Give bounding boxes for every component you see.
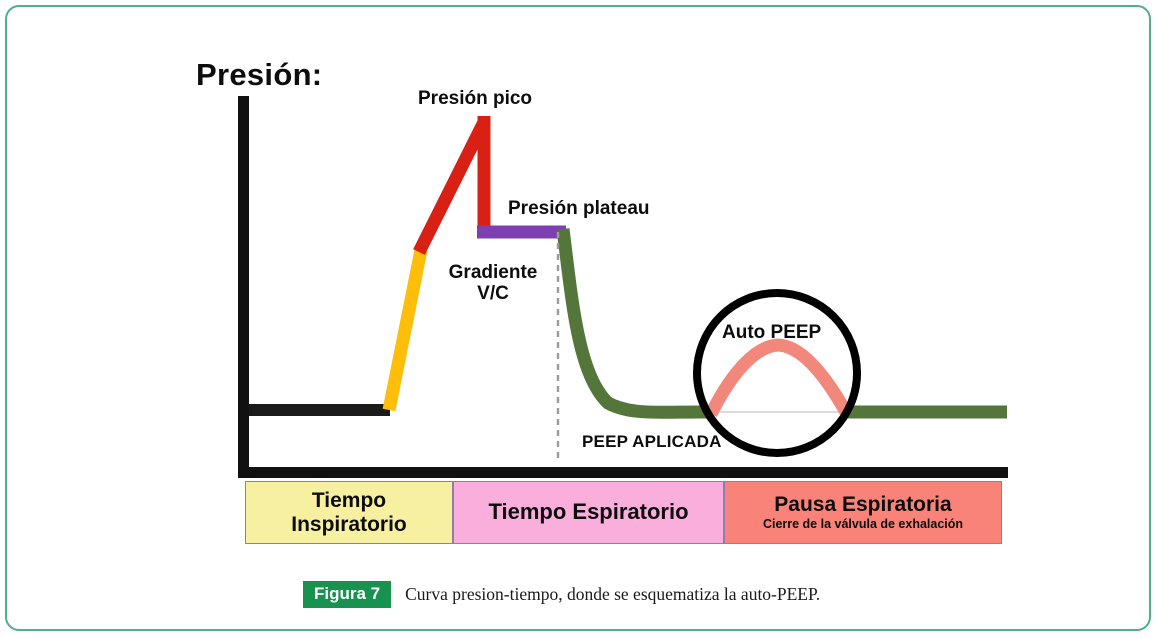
expiratory-curve	[556, 228, 1007, 419]
figure-caption: Figura 7 Curva presion-tiempo, donde se …	[303, 581, 820, 608]
y-axis	[238, 96, 249, 478]
phase-pause-title: Pausa Espiratoria	[774, 493, 952, 517]
gradient-vc-label: Gradiente V/C	[448, 262, 538, 305]
pressure-axis-label: Presión:	[196, 57, 323, 92]
respiratory-phase-bar: Tiempo Inspiratorio Tiempo Espiratorio P…	[245, 481, 1002, 544]
phase-expiratory-title: Tiempo Espiratorio	[488, 499, 689, 525]
auto-peep-arc	[705, 338, 853, 418]
phase-inspiratory-time: Tiempo Inspiratorio	[245, 481, 453, 544]
phase-expiratory-pause: Pausa Espiratoria Cierre de la válvula d…	[724, 481, 1002, 544]
peak-ascent-line	[413, 119, 490, 255]
applied-peep-label: PEEP APLICADA	[582, 432, 722, 451]
phase-inspiratory-title: Tiempo Inspiratorio	[291, 489, 407, 536]
x-axis	[238, 467, 1008, 478]
auto-peep-circle-fill	[697, 293, 857, 453]
plateau-pressure-label: Presión plateau	[508, 198, 650, 219]
figure-number-badge: Figura 7	[303, 581, 392, 608]
phase-pause-subtitle: Cierre de la válvula de exhalación	[762, 517, 964, 532]
phase-expiratory-time: Tiempo Espiratorio	[453, 481, 724, 544]
inspiratory-rise-line	[382, 248, 428, 412]
baseline-peep-segment	[249, 404, 390, 416]
auto-peep-circle-outline	[693, 289, 861, 457]
figure-caption-text: Curva presion-tiempo, donde se esquemati…	[405, 584, 821, 604]
peak-pressure-label: Presión pico	[418, 88, 533, 109]
auto-peep-label: Auto PEEP	[722, 322, 822, 343]
